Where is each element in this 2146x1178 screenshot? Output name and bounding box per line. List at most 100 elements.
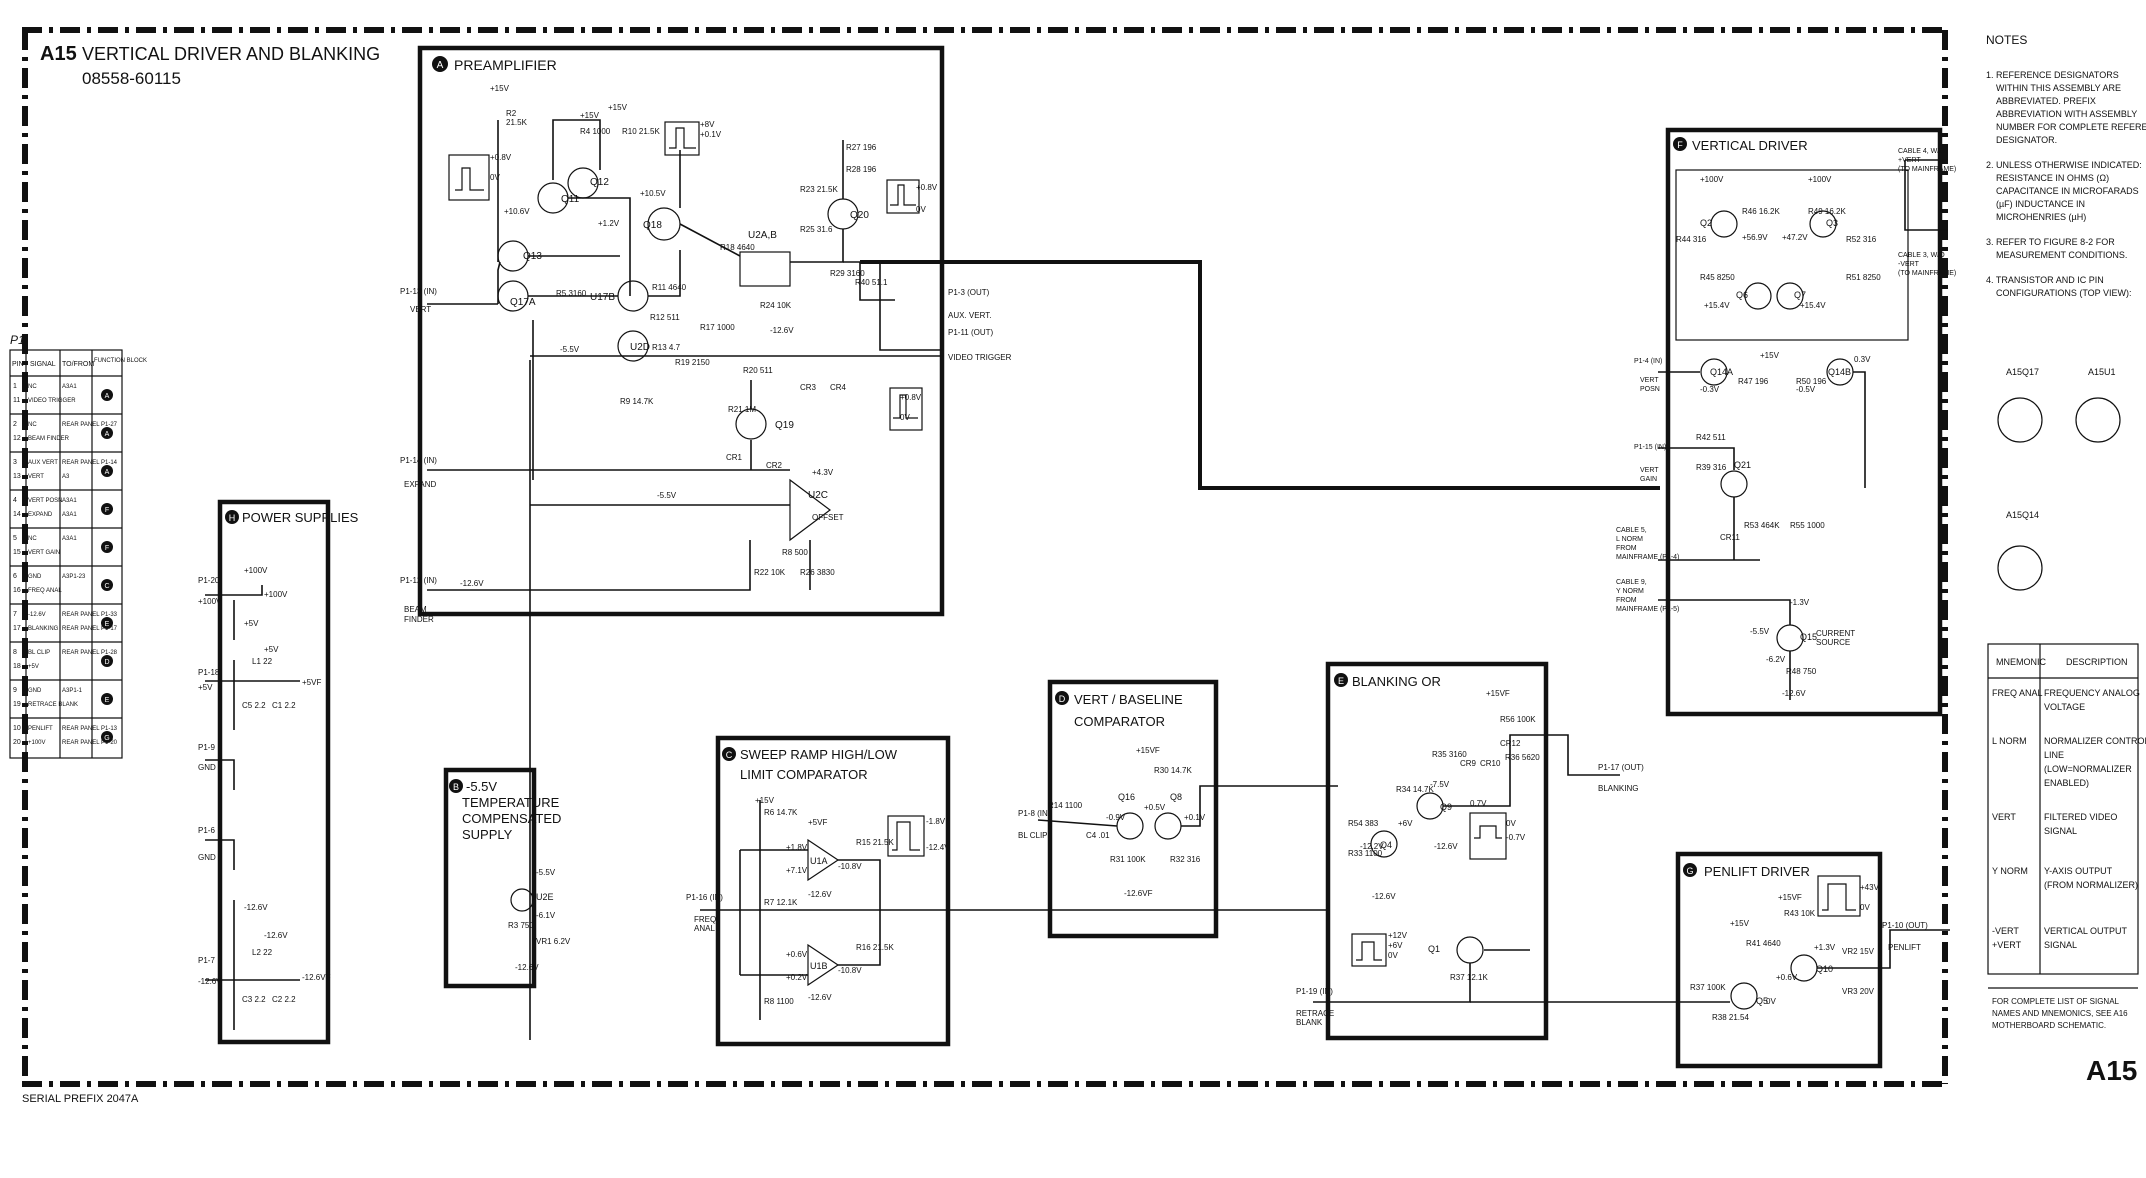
block-d-line2: COMPARATOR <box>1074 714 1165 729</box>
svg-text:C2 2.2: C2 2.2 <box>272 995 296 1004</box>
svg-text:+0.5V: +0.5V <box>1144 803 1166 812</box>
block-e-label: BLANKING OR <box>1352 674 1441 689</box>
svg-text:EXPAND: EXPAND <box>404 480 437 489</box>
svg-text:-12.6V: -12.6V <box>808 890 832 899</box>
note-line: 1. REFERENCE DESIGNATORS <box>1986 70 2119 80</box>
svg-text:R44 316: R44 316 <box>1676 235 1707 244</box>
mnemonic-name: Y NORM <box>1992 866 2028 876</box>
pin-number: 7 <box>13 611 17 618</box>
function-block-letter: D <box>104 659 109 666</box>
pin-signal: FREQ ANAL <box>28 588 62 594</box>
svg-text:R55 1000: R55 1000 <box>1790 521 1825 530</box>
svg-text:-12.6V: -12.6V <box>460 579 484 588</box>
svg-text:R28 196: R28 196 <box>846 165 877 174</box>
svg-text:L2 22: L2 22 <box>252 948 273 957</box>
pin-tofrom: A3 <box>62 474 70 480</box>
pin-signal: VIDEO TRIGGER <box>28 398 76 404</box>
svg-text:+0.8V: +0.8V <box>916 183 938 192</box>
svg-text:R50 196: R50 196 <box>1796 377 1827 386</box>
pinout-label-q14: A15Q14 <box>2006 510 2039 520</box>
svg-text:+6V: +6V <box>1398 819 1413 828</box>
function-block-letter: A <box>105 431 110 438</box>
svg-text:VR2 15V: VR2 15V <box>1842 947 1875 956</box>
block-b-line2: TEMPERATURE <box>462 795 560 810</box>
mnemonic-description: VERTICAL OUTPUT <box>2044 926 2128 936</box>
block-d-letter: D <box>1059 694 1066 704</box>
svg-text:R24 10K: R24 10K <box>760 301 792 310</box>
svg-text:CR12: CR12 <box>1500 739 1521 748</box>
svg-text:Q20: Q20 <box>850 210 869 221</box>
svg-text:+8V: +8V <box>700 120 715 129</box>
svg-text:CABLE 4, W/O: CABLE 4, W/O <box>1898 148 1945 155</box>
svg-text:-6.2V: -6.2V <box>1766 655 1786 664</box>
pin-tofrom: REAR PANEL P1-13 <box>62 726 118 732</box>
svg-text:C3 2.2: C3 2.2 <box>242 995 266 1004</box>
svg-text:+5VF: +5VF <box>302 678 321 687</box>
block-b-letter: B <box>453 782 459 792</box>
function-block-badge <box>101 389 113 401</box>
svg-text:-12.6V: -12.6V <box>198 977 222 986</box>
svg-text:-1.8V: -1.8V <box>926 817 946 826</box>
svg-text:-12.6V: -12.6V <box>515 963 539 972</box>
mnemonic-description: SIGNAL <box>2044 826 2077 836</box>
note-line: CAPACITANCE IN MICROFARADS <box>1996 186 2139 196</box>
svg-text:GND: GND <box>198 853 216 862</box>
block-e-letter: E <box>1338 676 1344 686</box>
svg-text:R8 1100: R8 1100 <box>764 997 794 1006</box>
svg-text:0V: 0V <box>1388 951 1398 960</box>
pin-tofrom: REAR PANEL P1-17 <box>62 626 118 632</box>
svg-text:P1-15 (IN): P1-15 (IN) <box>1634 444 1666 451</box>
svg-text:U1A: U1A <box>810 856 828 866</box>
pin-number: 12 <box>13 435 21 442</box>
svg-text:R56 100K: R56 100K <box>1500 715 1536 724</box>
pin-tofrom: A3A1 <box>62 384 77 390</box>
svg-text:Q14A: Q14A <box>1710 367 1733 377</box>
preamp-waveforms <box>448 121 923 431</box>
svg-text:PENLIFT: PENLIFT <box>1888 943 1921 952</box>
mnemonic-description: LINE <box>2044 750 2064 760</box>
svg-text:+4.3V: +4.3V <box>812 468 834 477</box>
svg-text:P1-9: P1-9 <box>198 743 215 752</box>
svg-text:FINDER: FINDER <box>404 615 434 624</box>
block-blanking-or: E BLANKING OR Q4 Q9 Q1 P1-17 (OUT) BLANK… <box>1296 661 1700 1041</box>
vertical-wiring <box>1658 159 1948 700</box>
svg-text:-10.8V: -10.8V <box>838 862 862 871</box>
block-c-line1: SWEEP RAMP HIGH/LOW <box>740 747 898 762</box>
function-block-badge <box>101 503 113 515</box>
svg-text:Q18: Q18 <box>643 220 662 231</box>
pin-tofrom: REAR PANEL P1-33 <box>62 612 118 618</box>
corner-assembly-label: A15 <box>2086 1055 2137 1086</box>
notes-footer-line: FOR COMPLETE LIST OF SIGNAL <box>1992 997 2120 1006</box>
svg-text:-12.6V: -12.6V <box>808 993 832 1002</box>
pin-signal: NC <box>28 536 37 542</box>
svg-text:-12.6V: -12.6V <box>1434 842 1458 851</box>
block-b-line1: -5.5V <box>466 779 497 794</box>
svg-text:CR9: CR9 <box>1460 759 1477 768</box>
mnemonic-name: +VERT <box>1992 940 2022 950</box>
svg-text:Q6: Q6 <box>1736 290 1748 300</box>
pin-tofrom: A3P1-1 <box>62 688 83 694</box>
pin-tofrom: REAR PANEL P1-27 <box>62 422 118 428</box>
svg-text:Q12: Q12 <box>590 177 609 188</box>
svg-text:-12.6VF: -12.6VF <box>1124 889 1153 898</box>
svg-text:FREQ: FREQ <box>694 915 716 924</box>
svg-text:MAINFRAME (P1-4): MAINFRAME (P1-4) <box>1616 554 1679 561</box>
block-power-supplies: H POWER SUPPLIES P1-20 +100V P1-18 +5V P… <box>198 499 359 1045</box>
note-line: ABBREVIATED. PREFIX <box>1996 96 2096 106</box>
block-d-line1: VERT / BASELINE <box>1074 692 1183 707</box>
svg-text:BEAM: BEAM <box>404 605 427 614</box>
svg-text:0V: 0V <box>1506 819 1516 828</box>
svg-text:+15V: +15V <box>1760 351 1780 360</box>
svg-text:+15V: +15V <box>580 111 600 120</box>
function-block-letter: C <box>104 583 109 590</box>
svg-text:+0.8V: +0.8V <box>490 153 512 162</box>
svg-text:MAINFRAME (P1-5): MAINFRAME (P1-5) <box>1616 606 1679 613</box>
pin-signal: RETRACE BLANK <box>28 702 78 708</box>
svg-text:-7.5V: -7.5V <box>1430 780 1450 789</box>
svg-text:R53 464K: R53 464K <box>1744 521 1780 530</box>
pin-number: 6 <box>13 573 17 580</box>
svg-text:-0.3V: -0.3V <box>1700 385 1720 394</box>
pin-number: 4 <box>13 497 17 504</box>
svg-text:R12 511: R12 511 <box>650 313 680 322</box>
function-block-letter: G <box>104 735 109 742</box>
